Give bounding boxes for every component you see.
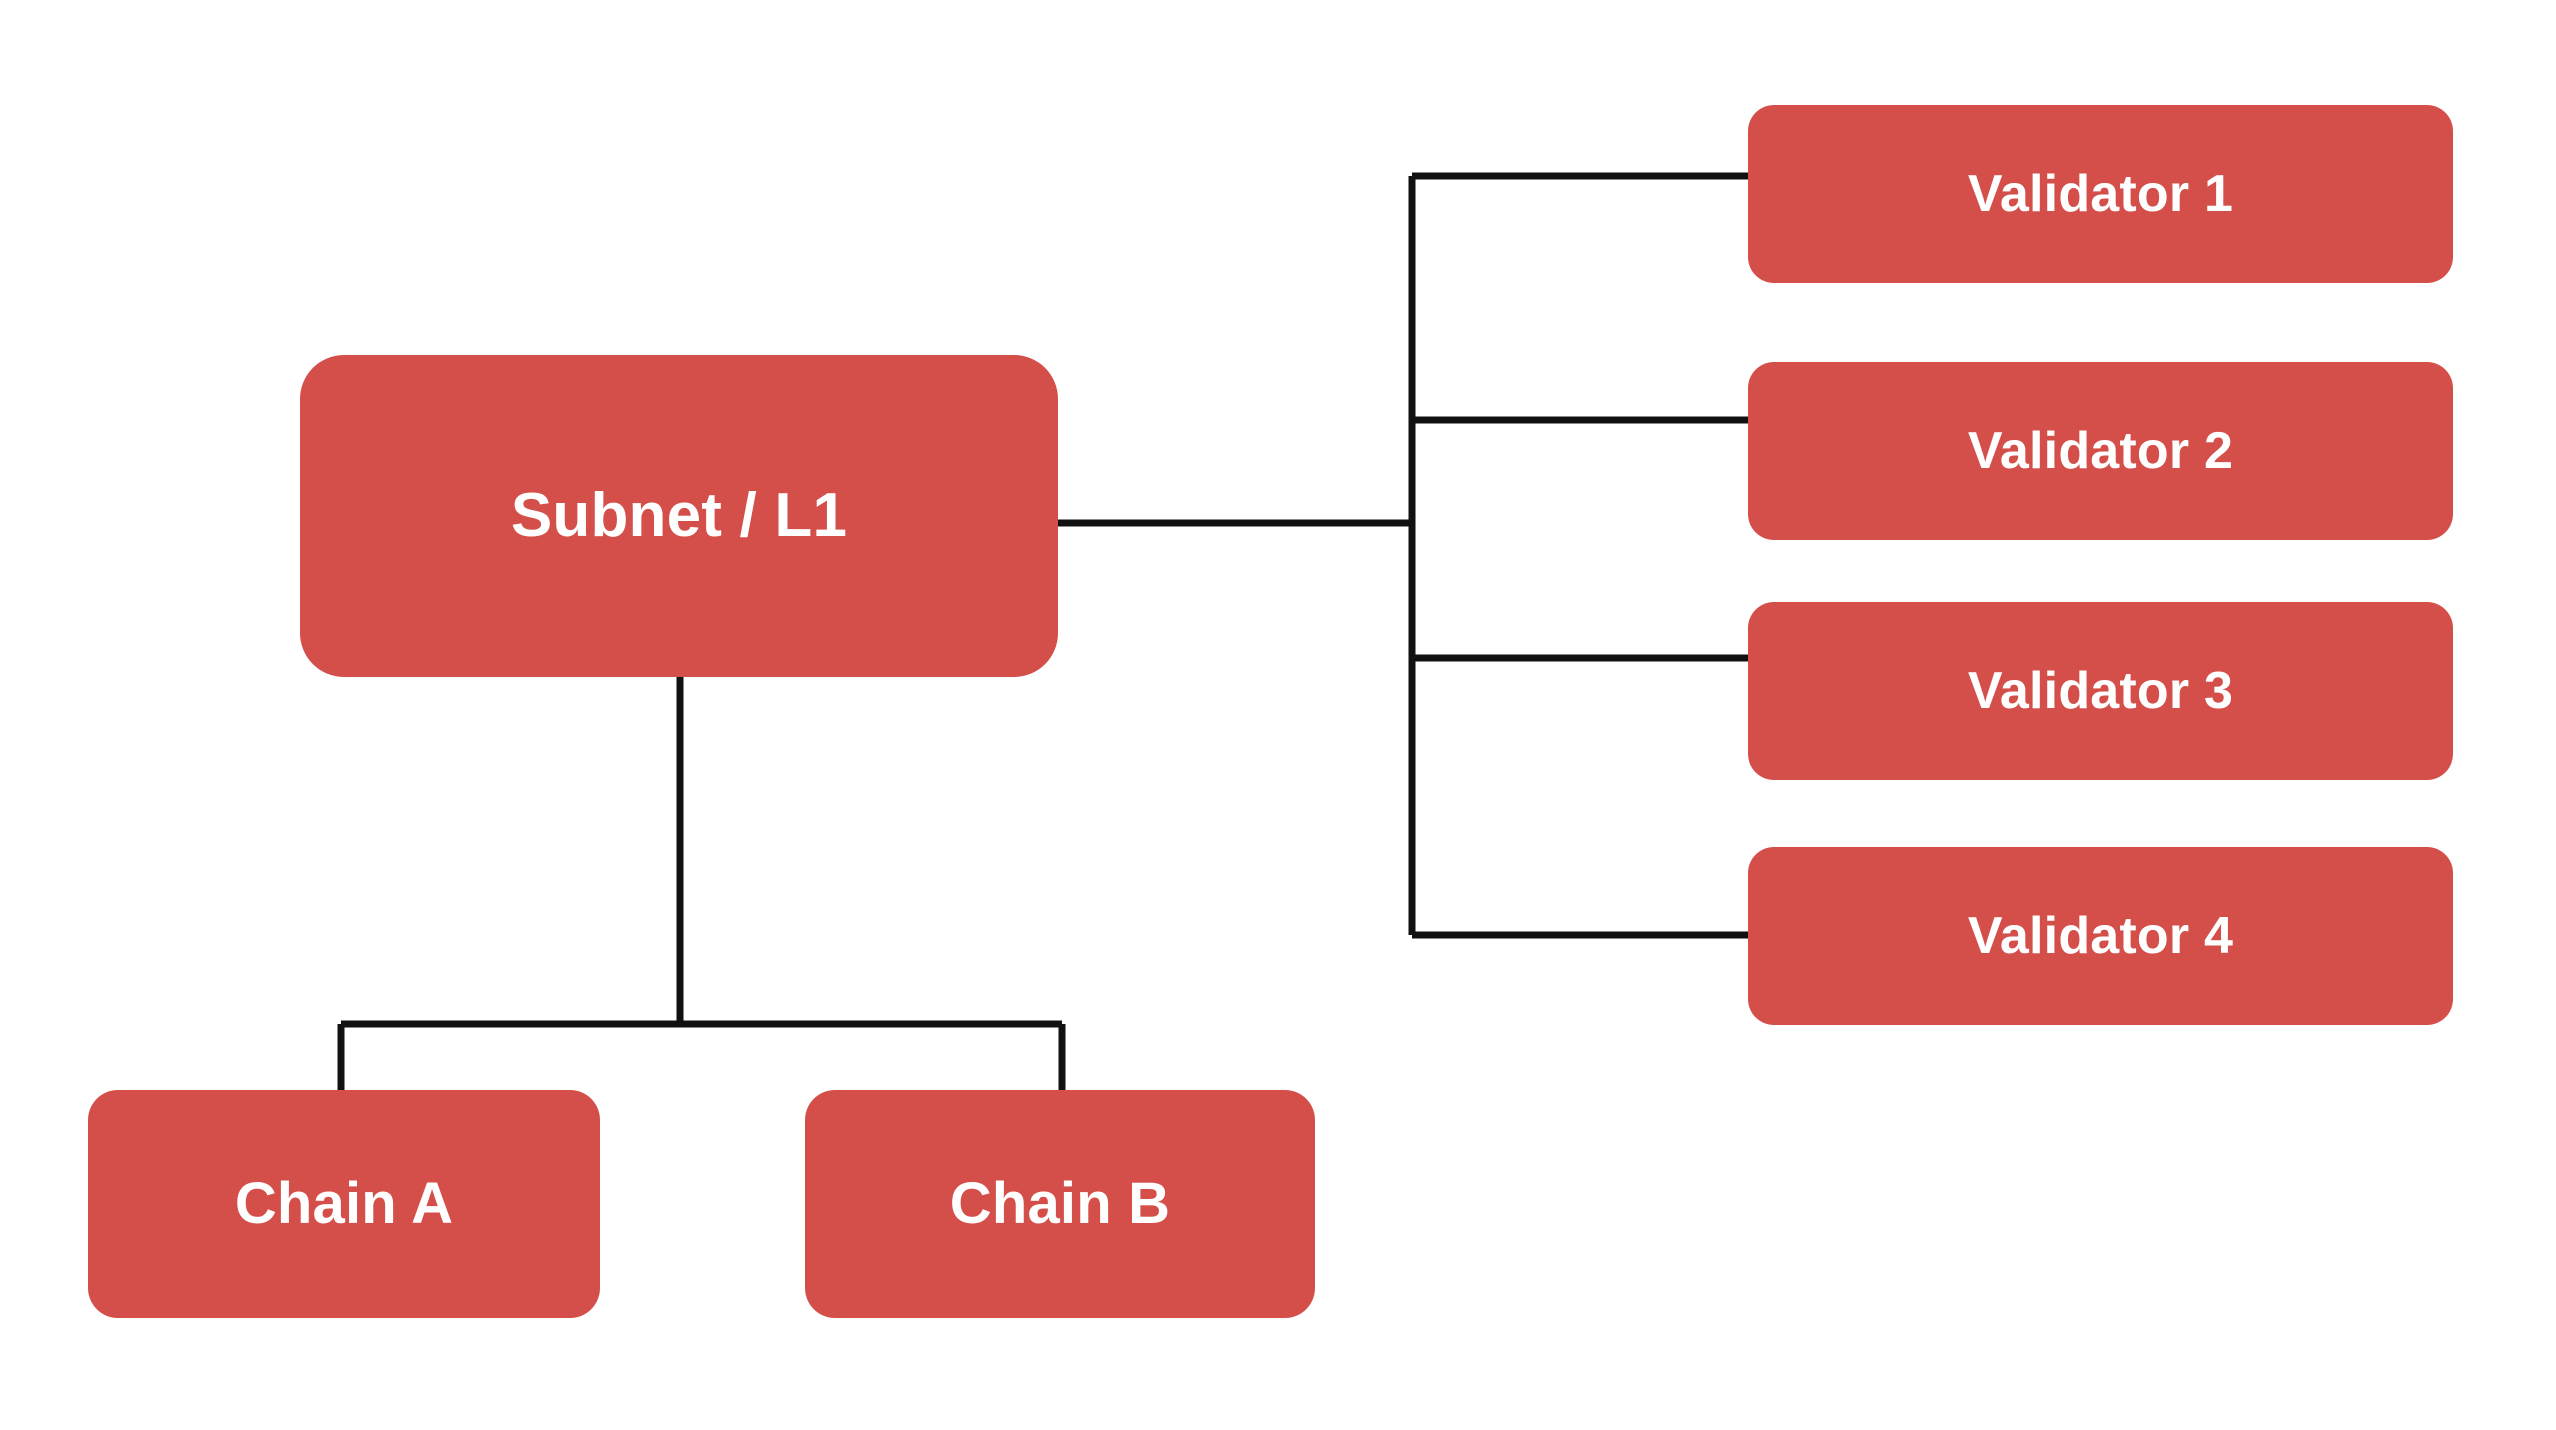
node-subnet-l1-label: Subnet / L1 bbox=[510, 481, 848, 550]
node-chain-a-label: Chain A bbox=[234, 1171, 454, 1236]
node-validator-4[interactable]: Validator 4 bbox=[1748, 847, 2453, 1025]
node-validator-1-label: Validator 1 bbox=[1967, 165, 2234, 223]
node-chain-b[interactable]: Chain B bbox=[805, 1090, 1315, 1318]
node-validator-2[interactable]: Validator 2 bbox=[1748, 362, 2453, 540]
node-subnet-l1[interactable]: Subnet / L1 bbox=[300, 355, 1058, 677]
node-validator-4-label: Validator 4 bbox=[1967, 907, 2234, 965]
node-chain-a[interactable]: Chain A bbox=[88, 1090, 600, 1318]
node-chain-b-label: Chain B bbox=[949, 1171, 1171, 1236]
node-validator-2-label: Validator 2 bbox=[1967, 422, 2234, 480]
node-validator-1[interactable]: Validator 1 bbox=[1748, 105, 2453, 283]
node-validator-3[interactable]: Validator 3 bbox=[1748, 602, 2453, 780]
node-validator-3-label: Validator 3 bbox=[1967, 662, 2234, 720]
